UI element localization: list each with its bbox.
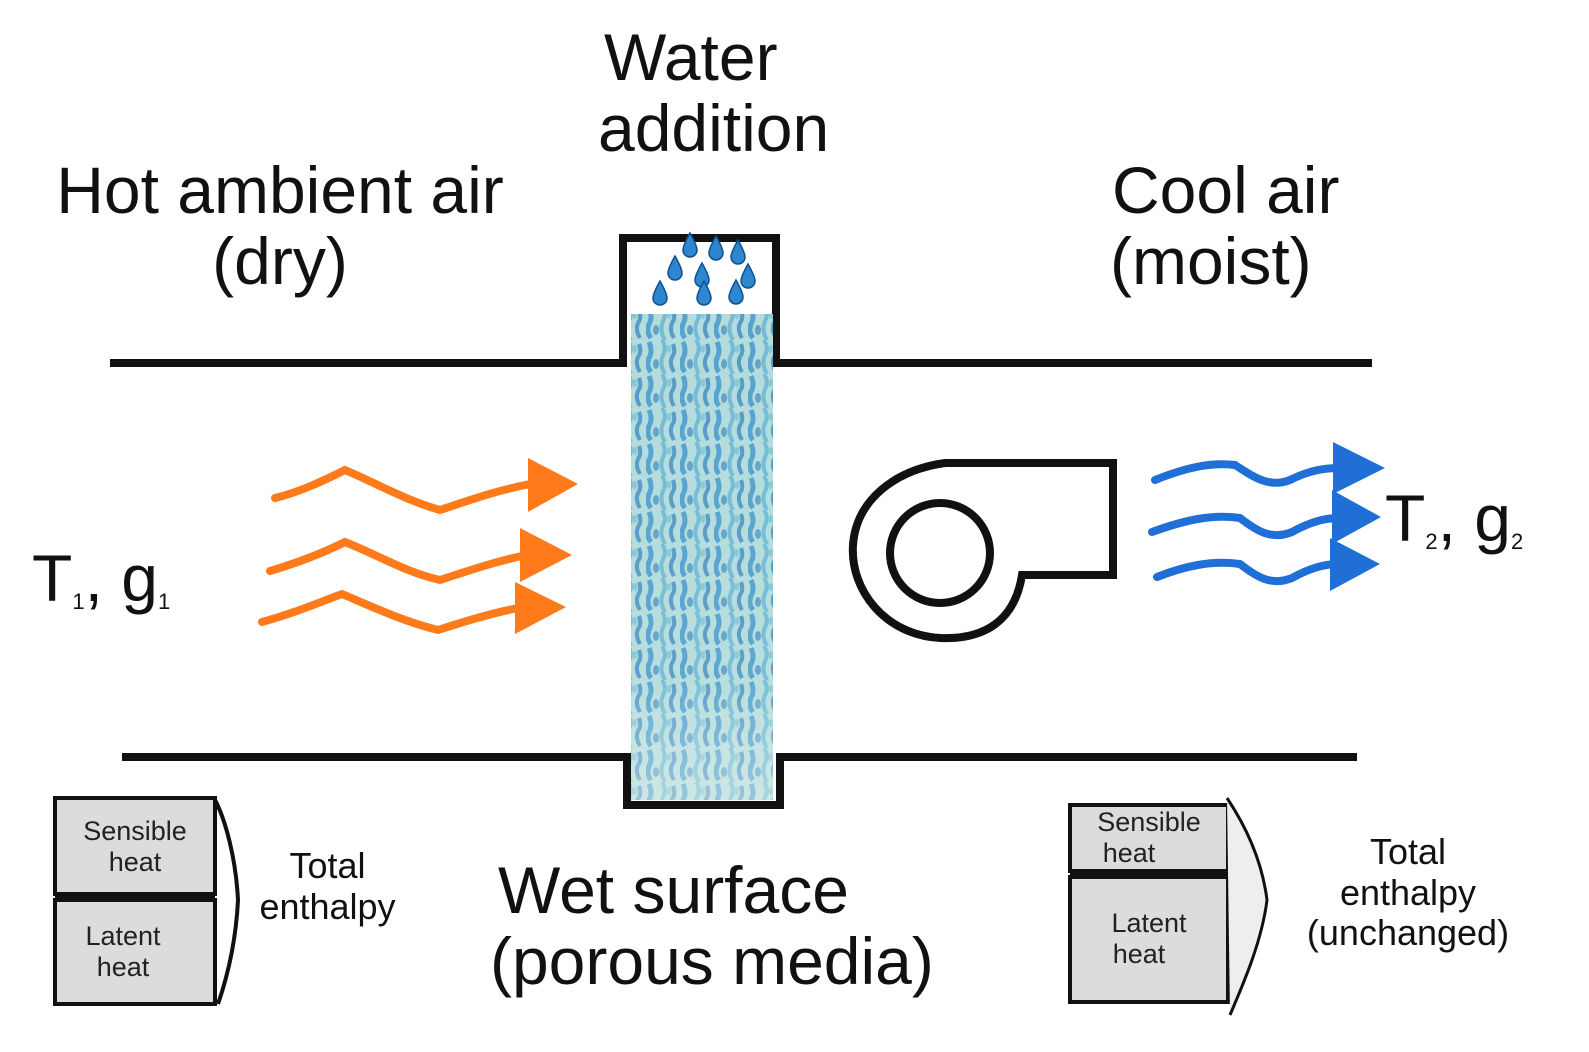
media-label-line2: (porous media): [490, 923, 934, 998]
water-label-line2: addition: [598, 90, 830, 165]
outlet-humidity-symbol: g: [1474, 481, 1511, 555]
cool-air-wavy-arrow-icon: [1148, 442, 1385, 591]
inlet-label-line1: Hot ambient air: [56, 153, 504, 227]
right-total-enthalpy-label: Total enthalpy (unchanged): [1306, 831, 1510, 954]
hot-air-wavy-arrow-icon: [258, 458, 578, 635]
media-label: Wet surface (porous media): [490, 855, 1010, 996]
inlet-humidity-symbol: g: [121, 541, 158, 615]
right-enthalpy-block: [1068, 797, 1269, 1016]
right-sensible-heat-label: Sensible heat: [1097, 806, 1201, 868]
outlet-air-label: Cool air (moist): [1100, 155, 1390, 296]
left-enthalpy-block: [53, 796, 241, 1006]
outlet-state-symbol: T2, g2: [1385, 481, 1524, 555]
outlet-label-line1: Cool air: [1112, 153, 1340, 227]
outlet-temperature-symbol: T: [1385, 481, 1426, 555]
left-total-enthalpy-label: Total enthalpy: [259, 845, 396, 927]
duct-top-wall: [110, 234, 1372, 367]
inlet-temperature-symbol: T: [32, 541, 73, 615]
duct-bottom-wall: [122, 753, 1357, 809]
left-latent-heat-label: Latent heat: [85, 920, 161, 982]
water-addition-label: Water addition: [598, 22, 878, 163]
inlet-air-label: Hot ambient air (dry): [25, 155, 535, 296]
water-label-line1: Water: [604, 20, 778, 94]
fan-icon: [848, 459, 1117, 643]
right-latent-heat-label: Latent heat: [1111, 907, 1187, 969]
inlet-state-symbol: T1, g1: [32, 541, 171, 615]
inlet-label-line2: (dry): [212, 223, 348, 298]
outlet-label-line2: (moist): [1110, 223, 1312, 298]
water-drop-icon: [652, 232, 756, 306]
left-sensible-heat-label: Sensible heat: [83, 815, 187, 877]
media-label-line1: Wet surface: [498, 853, 849, 927]
